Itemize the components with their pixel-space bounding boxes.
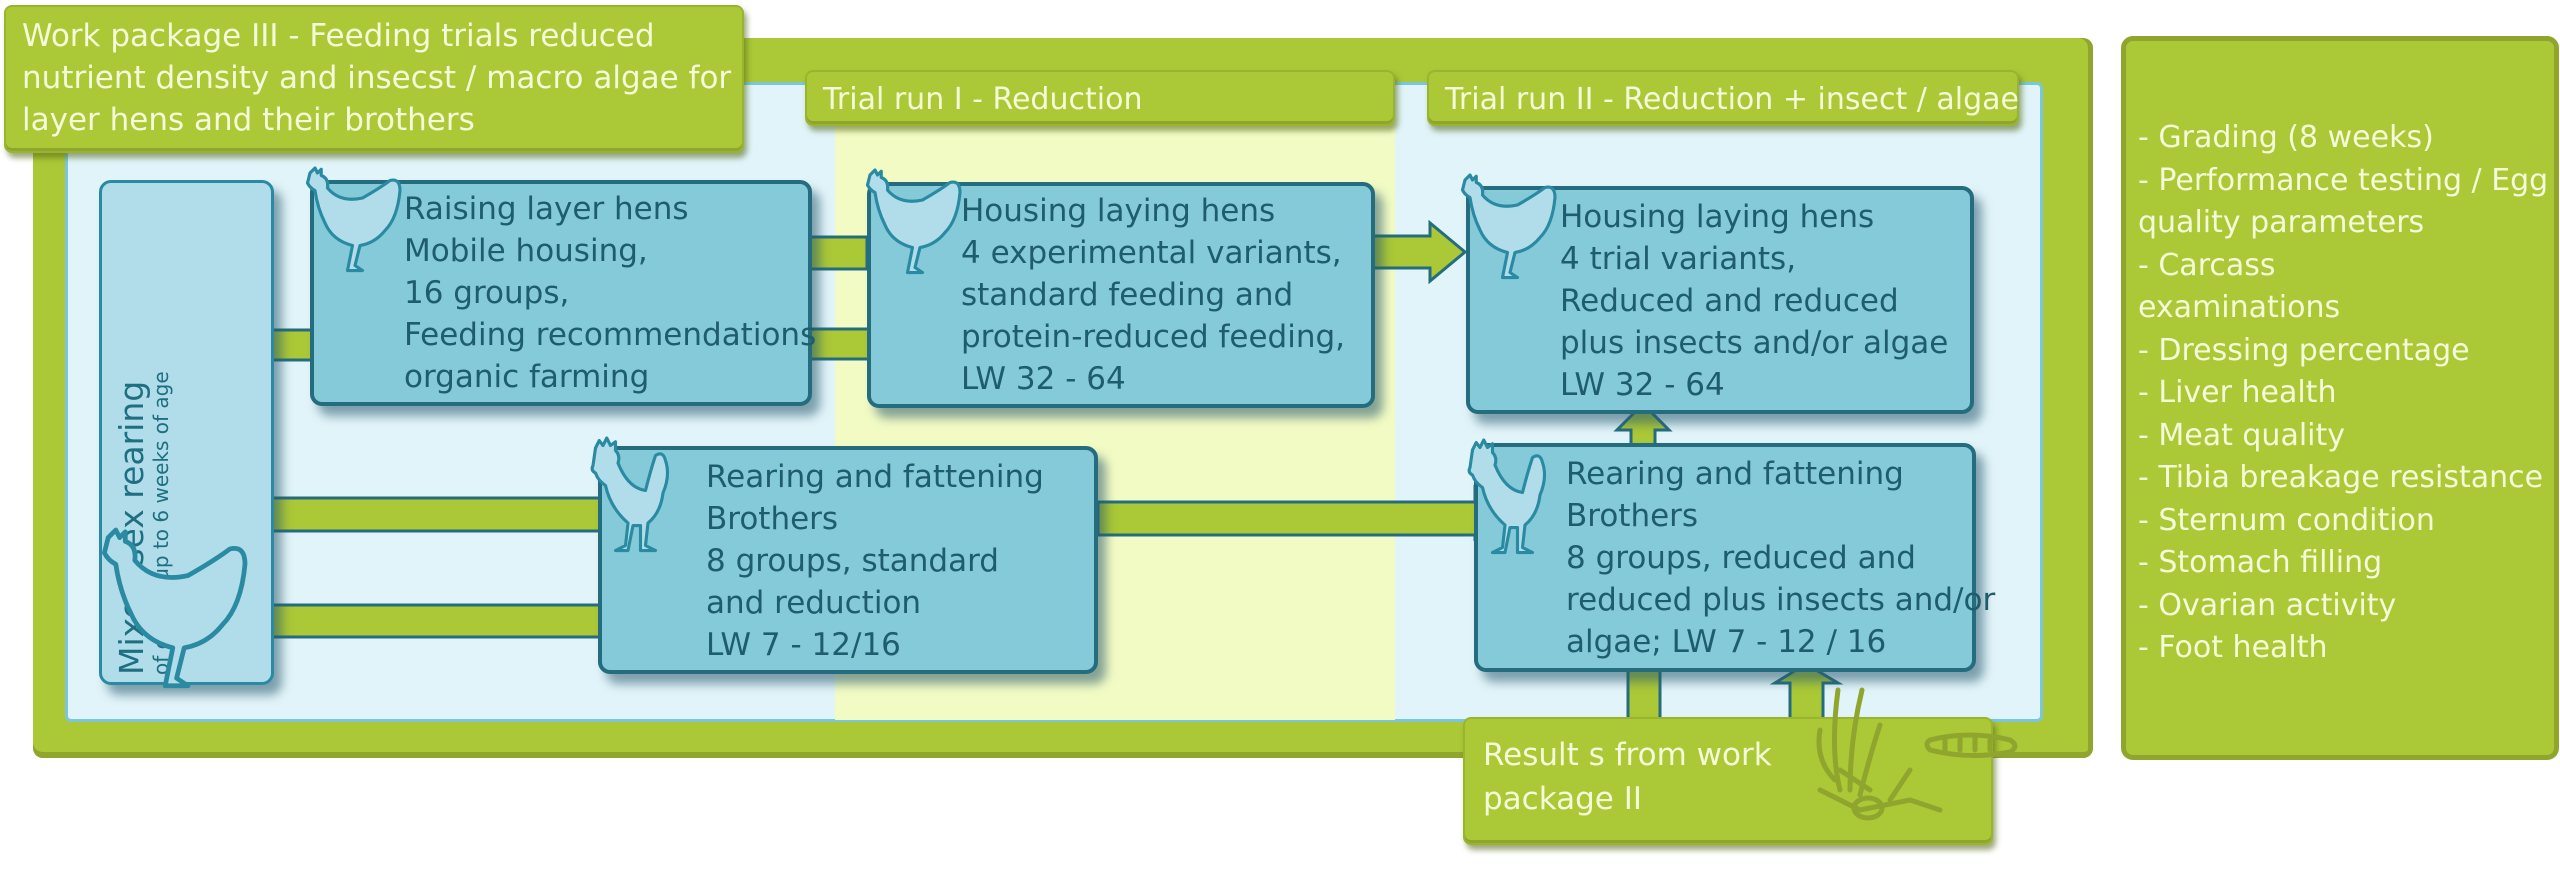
examination-item: quality parameters [2138,205,2425,240]
box-line: Reduced and reduced [1560,283,1899,319]
box-line: standard feeding and [961,277,1294,313]
box-line: protein-reduced feeding, [961,319,1346,355]
rearing-brothers-trial1-box: Rearing and fattening Brothers 8 groups,… [598,446,1098,674]
rearing-brothers-trial2-box: Rearing and fattening Brothers 8 groups,… [1474,443,1996,672]
examination-item: - Stomach filling [2138,545,2383,580]
box-line: Housing laying hens [961,193,1276,229]
trial-run-1-label: Trial run I - Reduction [805,70,1395,126]
rooster-icon [590,436,670,553]
box-line: organic farming [404,359,650,395]
title-line: layer hens and their brothers [22,102,475,138]
title-line: Work package III - Feeding trials reduce… [22,18,655,54]
box-line: Brothers [1566,498,1699,534]
title-line: nutrient density and insecst / macro alg… [22,60,732,96]
examination-item: - Tibia breakage resistance [2138,460,2544,495]
insect-algae-icon [1816,687,2018,821]
box-line: LW 32 - 64 [1560,367,1725,403]
box-line: Feeding recommendations [404,317,817,353]
work-package-title: Work package III - Feeding trials reduce… [4,5,744,153]
box-line: 4 experimental variants, [961,235,1342,271]
raising-layer-hens-box: Raising layer hens Mobile housing, 16 gr… [310,180,817,406]
hen-icon [865,168,962,275]
examination-item: - Grading (8 weeks) [2138,120,2434,155]
box-line: Mobile housing, [404,233,648,269]
examination-item: - Sternum condition [2138,502,2435,538]
box-line: LW 32 - 64 [961,361,1126,397]
examination-item: - Foot health [2138,630,2328,665]
box-line: plus insects and/or algae [1560,325,1949,361]
arrow-brothers2-to-housing2 [1613,401,1673,447]
box-line: Housing laying hens [1560,199,1875,235]
box-line: Brothers [706,501,839,537]
hen-icon [104,530,245,686]
box-line: Rearing and fattening [706,459,1044,495]
wp2-line: package II [1483,781,1643,817]
box-line: reduced plus insects and/or [1566,582,1996,618]
rooster-icon [1467,438,1547,555]
hen-icon [305,166,402,273]
examinations-box: - Grading (8 weeks) - Performance testin… [2121,36,2559,760]
box-line: algae; LW 7 - 12 / 16 [1566,624,1887,660]
box-line: Raising layer hens [404,191,689,227]
box-line: 16 groups, [404,275,570,311]
box-line: 4 trial variants, [1560,241,1797,277]
box-line: 8 groups, reduced and [1566,540,1916,576]
hen-icon [1460,173,1557,280]
trial-run-2-label: Trial run II - Reduction + insect / alga… [1427,70,2019,126]
box-line: Rearing and fattening [1566,456,1904,492]
examination-item: - Ovarian activity [2138,587,2397,623]
housing-laying-hens-trial2-box: Housing laying hens 4 trial variants, Re… [1466,186,1974,414]
box-line: 8 groups, standard [706,543,999,579]
examination-item: - Carcass [2138,247,2276,283]
wp2-line: Result s from work [1483,737,1772,773]
examination-item: - Dressing percentage [2138,332,2470,368]
arrow-housing1-to-housing2 [1368,219,1468,285]
examination-item: - Performance testing / Egg [2138,162,2549,198]
examination-item: examinations [2138,290,2341,325]
box-line: and reduction [706,585,922,621]
box-line: LW 7 - 12/16 [706,627,901,663]
examination-item: - Meat quality [2138,417,2346,453]
examination-item: - Liver health [2138,375,2337,410]
